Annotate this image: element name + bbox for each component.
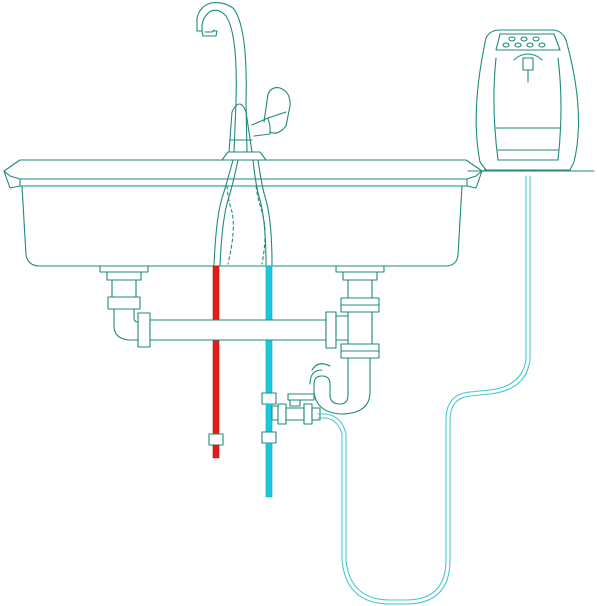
dispenser-buttons	[502, 36, 546, 48]
sink-icon	[3, 151, 483, 267]
shutoff-valve-icon	[271, 393, 321, 425]
water-dispenser-icon	[475, 29, 579, 171]
supply-hoses	[213, 159, 273, 266]
hot-water-line	[208, 265, 224, 459]
faucet-icon	[196, 2, 291, 153]
feed-line	[317, 175, 531, 605]
cold-water-line	[261, 265, 277, 498]
drain-trap-icon	[99, 265, 385, 415]
